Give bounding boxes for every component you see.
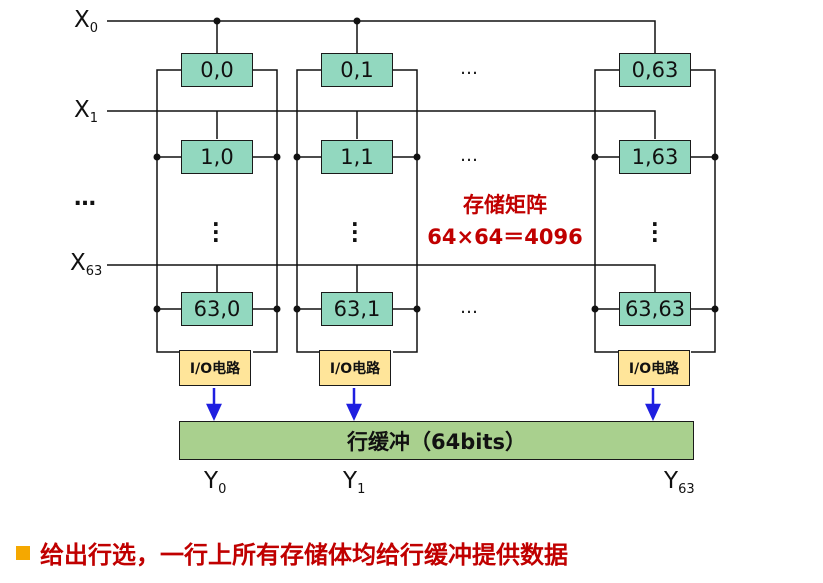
io-circuit-1: I/O电路: [319, 350, 391, 386]
footer-text: 给出行选，一行上所有存储体均给行缓冲提供数据: [40, 541, 568, 569]
row-label-x1: X1: [74, 97, 99, 126]
col-ellipsis-row1: …: [460, 145, 478, 166]
io-circuit-63: I/O电路: [618, 350, 690, 386]
cell-1-1: 1,1: [321, 140, 393, 174]
col-label-y1: Y1: [343, 468, 366, 497]
footer-note: 给出行选，一行上所有存储体均给行缓冲提供数据: [16, 535, 568, 570]
cell-63-0: 63,0: [181, 292, 253, 326]
vertical-ellipsis-col0: ···: [212, 212, 220, 252]
cell-1-63: 1,63: [619, 140, 691, 174]
col-ellipsis-row0: …: [460, 58, 478, 79]
row-label-x0: X0: [74, 7, 99, 36]
row-ellipsis: …: [74, 186, 96, 211]
col-label-y63: Y63: [664, 468, 695, 497]
cell-0-0: 0,0: [181, 53, 253, 87]
square-bullet-icon: [16, 545, 30, 560]
matrix-size-label: 存储矩阵 64×64＝4096: [405, 189, 605, 253]
matrix-title: 存储矩阵: [463, 193, 547, 217]
cell-1-0: 1,0: [181, 140, 253, 174]
vertical-ellipsis-col1: ···: [351, 212, 359, 252]
row-line-x63: [107, 264, 656, 292]
matrix-size: 64×64＝4096: [427, 225, 583, 249]
vertical-ellipsis-col63: ···: [651, 212, 659, 252]
io-circuit-0: I/O电路: [179, 350, 251, 386]
cell-63-1: 63,1: [321, 292, 393, 326]
col-label-y0: Y0: [204, 468, 227, 497]
col-ellipsis-row63: …: [460, 297, 478, 318]
cell-0-63: 0,63: [619, 53, 691, 87]
row-buffer: 行缓冲（64bits）: [179, 421, 694, 460]
cell-0-1: 0,1: [321, 53, 393, 87]
cell-63-63: 63,63: [619, 292, 691, 326]
row-line-x0: [107, 20, 656, 53]
row-line-x1: [107, 110, 656, 139]
row-label-x63: X63: [70, 250, 103, 279]
